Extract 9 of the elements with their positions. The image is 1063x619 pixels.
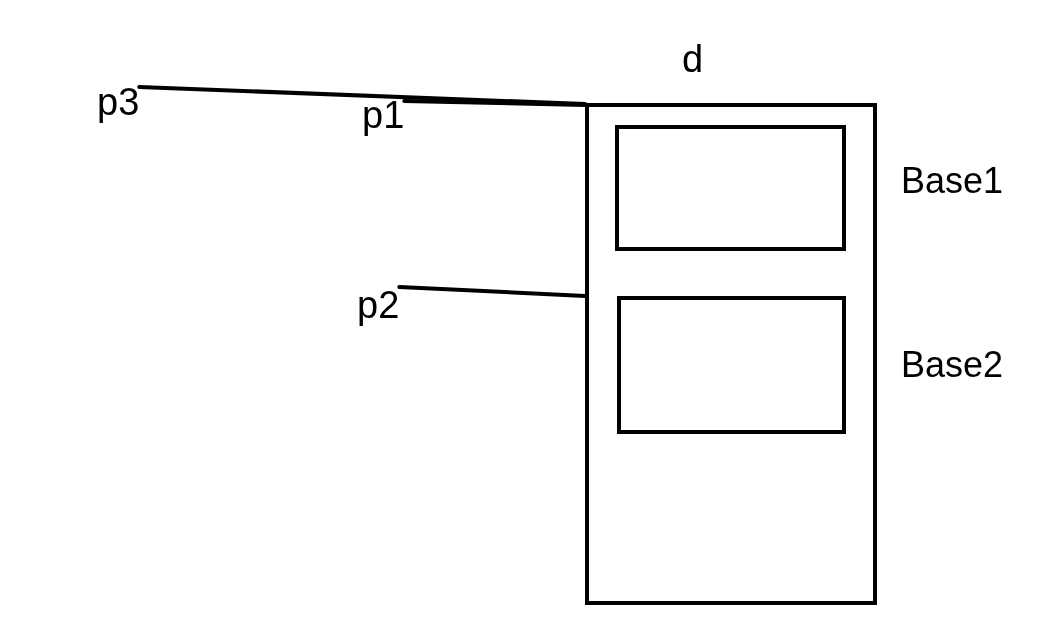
leader-line <box>137 85 587 106</box>
box-label: Base1 <box>901 163 1004 199</box>
point-label: p3 <box>97 83 140 121</box>
leader-line <box>402 99 587 107</box>
box-label: Base2 <box>901 347 1004 383</box>
box-title: d <box>682 40 704 78</box>
point-label: p2 <box>357 286 400 324</box>
point-label: p1 <box>362 96 405 134</box>
leader-line <box>397 285 587 298</box>
